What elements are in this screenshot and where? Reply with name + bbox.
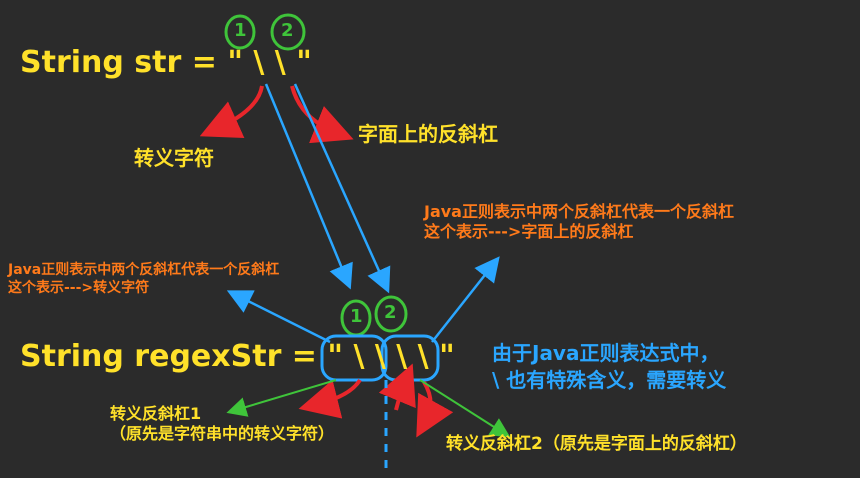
note-left-line-1: Java正则表示中两个反斜杠代表一个反斜杠 <box>8 262 280 278</box>
blue-arrow-left-note <box>226 290 331 344</box>
marker-circle-1-top <box>224 14 256 50</box>
note-left: Java正则表示中两个反斜杠代表一个反斜杠 这个表示--->转义字符 <box>8 262 279 297</box>
note-right: Java正则表示中两个反斜杠代表一个反斜杠 这个表示--->字面上的反斜杠 <box>424 202 734 242</box>
blue-arrow-1 <box>264 83 353 290</box>
marker-number-1-bottom: 1 <box>350 306 363 327</box>
escape-backslash-1: 转义反斜杠1 （原先是字符串中的转义字符） <box>110 404 334 444</box>
label-literal-backslash: 字面上的反斜杠 <box>358 122 498 146</box>
green-arrow-right <box>419 379 511 438</box>
green-arrow-left <box>226 379 337 417</box>
blue-arrow-2 <box>293 83 391 294</box>
marker-circle-2-top <box>270 13 306 51</box>
marker-number-2-top: 2 <box>281 20 294 41</box>
red-arrow-bottom-right <box>416 380 454 438</box>
regex-explanation: 由于Java正则表达式中， \ 也有特殊含义，需要转义 <box>492 340 726 394</box>
blue-arrow-right-note <box>431 256 500 343</box>
escape-backslash-1-line-1: 转义反斜杠1 <box>110 404 202 423</box>
note-right-line-2: 这个表示--->字面上的反斜杠 <box>424 222 634 241</box>
note-right-line-1: Java正则表示中两个反斜杠代表一个反斜杠 <box>424 202 734 221</box>
red-arrow-escape <box>199 85 264 139</box>
red-arrow-bottom-left <box>298 378 362 419</box>
marker-number-2-bottom: 2 <box>384 302 397 323</box>
regex-explanation-line-2: \ 也有特殊含义，需要转义 <box>492 368 727 392</box>
code-string-str: String str = " \ \ " <box>20 45 312 80</box>
marker-number-1-top: 1 <box>234 20 247 41</box>
blue-box-left <box>320 334 388 382</box>
escape-backslash-2: 转义反斜杠2（原先是字面上的反斜杠） <box>446 434 747 454</box>
regex-explanation-line-1: 由于Java正则表达式中， <box>492 341 720 365</box>
red-arrow-bottom-mid <box>378 363 416 411</box>
escape-backslash-1-line-2: （原先是字符串中的转义字符） <box>110 424 335 443</box>
note-left-line-2: 这个表示--->转义字符 <box>8 279 150 296</box>
red-arrow-literal <box>290 85 354 144</box>
code-string-regexstr: String regexStr = " \ \ \ \ " <box>20 339 455 374</box>
marker-circle-2-bottom <box>374 295 408 333</box>
label-escape-char: 转义字符 <box>134 146 214 170</box>
